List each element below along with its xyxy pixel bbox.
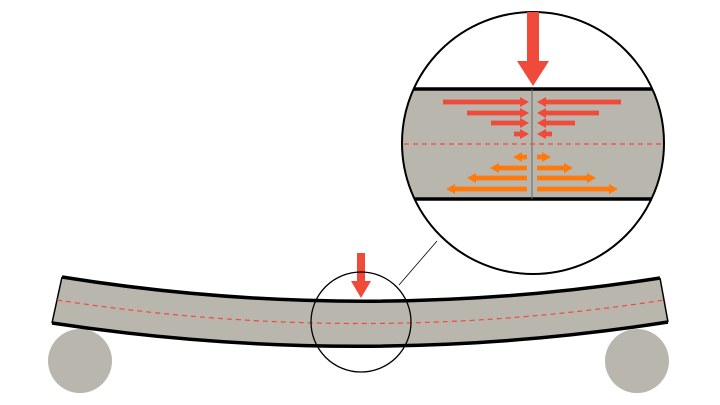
tension-arrow [537,163,573,173]
beam-bottom-edge [51,320,669,348]
tension-arrow [513,152,527,162]
compression-arrow [537,108,599,118]
magnifier-ring [310,271,412,373]
beam-right-end [659,277,669,323]
tension-arrow [537,173,596,183]
tension-arrow [467,173,527,183]
tension-arrow [537,184,618,194]
zoomed-section [402,87,664,201]
compression-arrow [491,118,529,128]
compression-arrow [537,129,552,139]
compression-arrow [514,129,529,139]
tension-arrow [537,152,551,162]
beam-top-edge [61,275,661,303]
tension-arrow [490,163,527,173]
tension-arrow [446,184,527,194]
load-arrow-large [517,12,549,86]
compression-arrow [537,97,621,107]
compression-arrow [537,118,575,128]
left-support [48,329,112,393]
magnifier-connector [398,240,438,286]
load-arrow-small [351,253,371,298]
beam [52,277,668,347]
compression-arrow [467,108,529,118]
compression-arrow [443,97,529,107]
neutral-axis [56,299,665,325]
right-support [605,329,669,393]
